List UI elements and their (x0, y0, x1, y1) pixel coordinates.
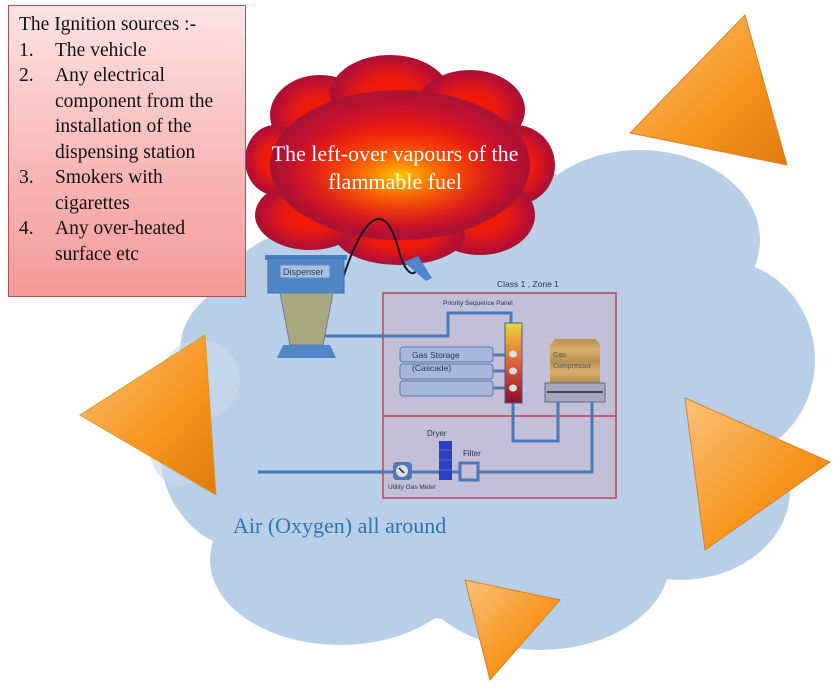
pipes (258, 311, 594, 474)
filter (458, 461, 480, 482)
item-number: 3. (19, 167, 34, 188)
list-item: 2. Any electrical component from the inst… (19, 63, 239, 165)
priority-panel (504, 322, 523, 404)
gas-storage-sublabel: (Cascade) (412, 363, 451, 373)
gas-storage-label: Gas Storage (412, 350, 460, 360)
item-text: Any electrical component from the instal… (55, 65, 214, 163)
item-text: The vehicle (55, 39, 147, 61)
list-item: 3. Smokers with cigarettes (19, 165, 239, 216)
compressor-sublabel: Compressor (553, 363, 592, 370)
air-cloud (160, 150, 815, 650)
item-text: Any over-heated surface etc (55, 218, 186, 265)
dispenser-label: Dispenser (283, 267, 324, 277)
ignition-sources-box: The Ignition sources :- 1. The vehicle 2.… (8, 5, 246, 297)
list-item: 1. The vehicle (19, 38, 239, 64)
ignition-title: The Ignition sources :- (19, 14, 197, 35)
filter-label: Filter (463, 449, 481, 458)
item-number: 4. (19, 218, 34, 239)
dryer-label: Dryer (427, 429, 447, 438)
triangle-left (79, 334, 217, 496)
triangle-right (684, 397, 832, 551)
item-number: 1. (19, 39, 34, 61)
fuel-hose (339, 218, 418, 289)
item-text: Smokers with cigarettes (55, 167, 163, 214)
compressor-label: Gas (553, 352, 566, 359)
list-item: 4. Any over-heated surface etc (19, 216, 239, 267)
air-cloud-text: Air (Oxygen) all around (233, 513, 447, 538)
fire-cloud-text: The left-over vapours of the flammable f… (271, 141, 519, 194)
compressor (550, 339, 600, 383)
fire-cloud (245, 55, 555, 265)
zone-label: Class 1 , Zone 1 (497, 279, 559, 289)
triangle-top-right (629, 14, 788, 166)
triangle-bottom (464, 579, 561, 682)
cng-station-diagram: Dispenser Class 1 , Zone 1 Priority Sequ… (258, 218, 617, 499)
item-number: 2. (19, 65, 34, 86)
nozzle-icon (404, 256, 432, 281)
priority-panel-label: Priority Sequence Panel (443, 300, 513, 307)
meter-label: Utility Gas Meter (388, 484, 437, 491)
